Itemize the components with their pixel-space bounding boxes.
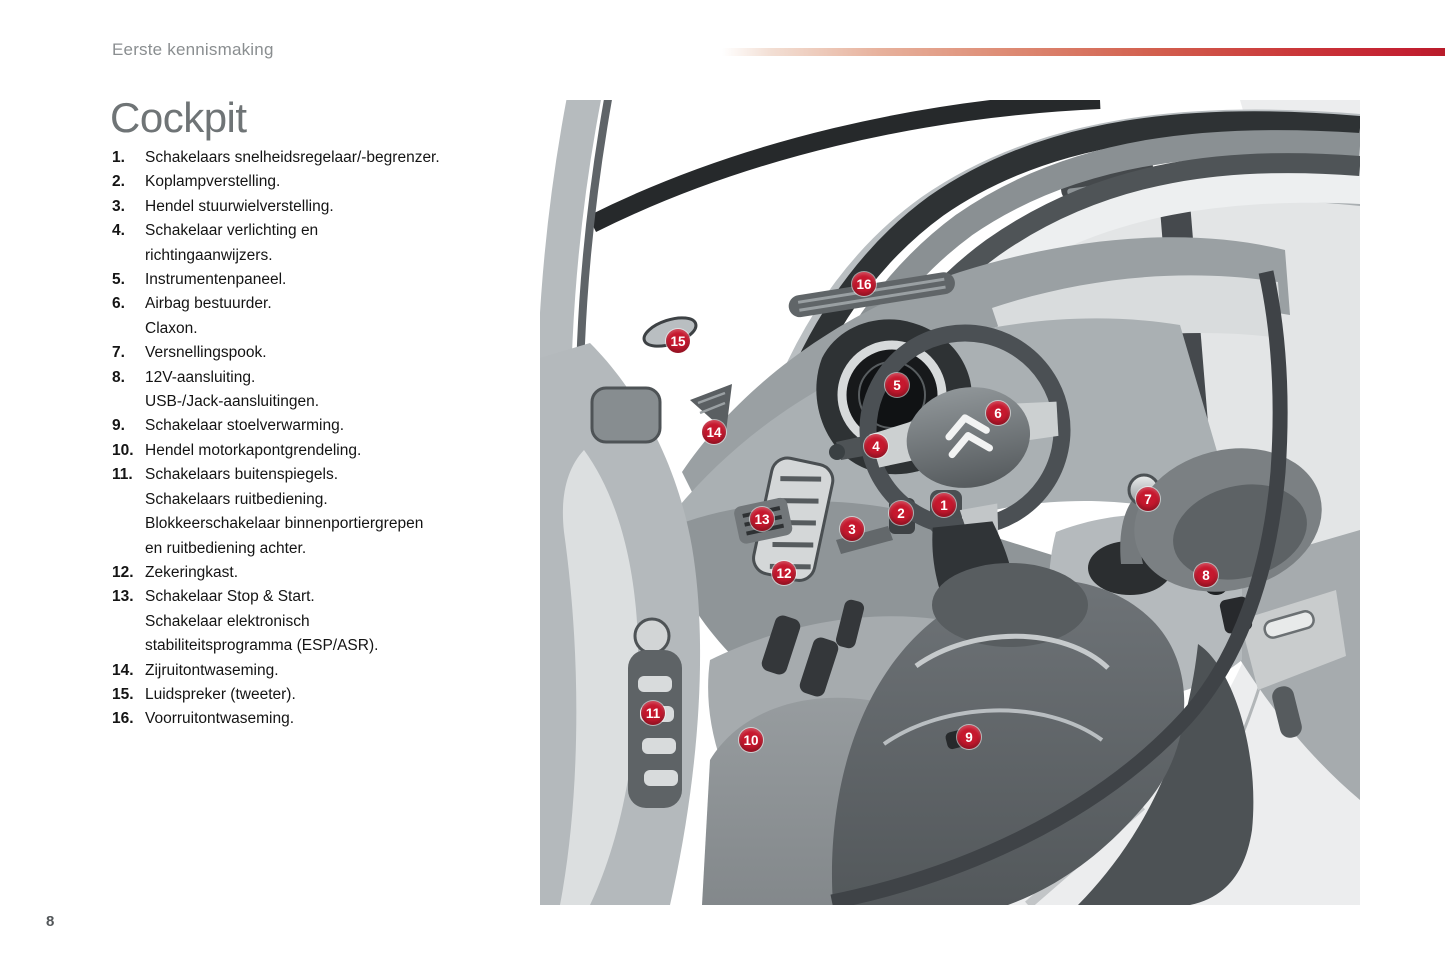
callout-marker-2: 2 xyxy=(889,501,913,525)
legend-item-number: 4. xyxy=(112,222,125,240)
legend-item-1: 1. Schakelaars snelheidsregelaar/-begrenz… xyxy=(112,146,552,170)
legend-item-8: 8. 12V-aansluiting.USB-/Jack-aansluitinge… xyxy=(112,366,552,415)
section-header: Eerste kennismaking xyxy=(112,40,274,59)
window-switches xyxy=(638,676,678,786)
legend-item-11: 11. Schakelaars buitenspiegels.Schakelaar… xyxy=(112,463,552,561)
legend-item-9: 9. Schakelaar stoelverwarming. xyxy=(112,414,552,438)
callout-marker-10: 10 xyxy=(739,728,763,752)
legend-item-text: Hendel stuurwielverstelling. xyxy=(145,197,334,215)
callout-marker-4: 4 xyxy=(864,434,888,458)
legend-item-text: 12V-aansluiting.USB-/Jack-aansluitingen. xyxy=(145,368,320,411)
steering-adjust-lever xyxy=(836,526,893,554)
legend-item-number: 15. xyxy=(112,685,134,703)
callout-marker-5: 5 xyxy=(885,373,909,397)
windshield xyxy=(798,151,1360,660)
callout-marker-16: 16 xyxy=(852,272,876,296)
legend-item-14: 14. Zijruitontwaseming. xyxy=(112,659,552,683)
callout-marker-13: 13 xyxy=(750,507,774,531)
legend-item-number: 12. xyxy=(112,563,134,581)
legend-item-text: Voorruitontwaseming. xyxy=(145,710,295,728)
legend-item-6: 6. Airbag bestuurder.Claxon. xyxy=(112,292,552,341)
legend-item-text: Schakelaar Stop & Start.Schakelaar elekt… xyxy=(145,588,379,655)
legend-item-number: 3. xyxy=(112,197,125,215)
legend-item-number: 9. xyxy=(112,417,125,435)
legend-item-text: Luidspreker (tweeter). xyxy=(145,685,296,703)
legend-item-number: 16. xyxy=(112,710,134,728)
legend-item-number: 10. xyxy=(112,441,134,459)
page-number: 8 xyxy=(46,913,55,930)
driver-door xyxy=(540,100,701,905)
legend-item-2: 2. Koplampverstelling. xyxy=(112,170,552,194)
legend-item-text: Hendel motorkapontgrendeling. xyxy=(145,441,362,459)
door-aperture-seal xyxy=(830,270,1288,905)
callout-marker-12: 12 xyxy=(772,561,796,585)
legend-item-number: 14. xyxy=(112,661,134,679)
legend-item-12: 12. Zekeringkast. xyxy=(112,561,552,585)
legend-item-text: Zekeringkast. xyxy=(145,563,239,581)
callout-marker-7: 7 xyxy=(1136,487,1160,511)
legend-item-text: Instrumentenpaneel. xyxy=(145,271,287,289)
side-demister-vent xyxy=(690,384,732,432)
legend-item-number: 8. xyxy=(112,368,125,386)
legend-item-number: 1. xyxy=(112,149,125,166)
callout-marker-9: 9 xyxy=(957,725,981,749)
legend-item-5: 5. Instrumentenpaneel. xyxy=(112,268,552,292)
legend-item-text: Schakelaars buitenspiegels.Schakelaars r… xyxy=(145,466,424,557)
accent-gradient-bar xyxy=(722,48,1445,56)
legend-item-16: 16. Voorruitontwaseming. xyxy=(112,707,552,731)
callout-marker-1: 1 xyxy=(932,493,956,517)
legend-item-text: Schakelaar stoelverwarming. xyxy=(145,417,345,435)
door-pull-recess xyxy=(590,386,662,444)
callout-marker-8: 8 xyxy=(1194,563,1218,587)
legend-item-text: Koplampverstelling. xyxy=(145,173,281,191)
legend-item-number: 13. xyxy=(112,588,134,606)
legend-item-number: 2. xyxy=(112,173,125,191)
callout-marker-11: 11 xyxy=(641,701,665,725)
pedals xyxy=(761,599,865,697)
callout-marker-6: 6 xyxy=(986,401,1010,425)
callout-marker-15: 15 xyxy=(666,329,690,353)
legend-item-10: 10. Hendel motorkapontgrendeling. xyxy=(112,439,552,463)
citroen-logo xyxy=(945,414,994,459)
legend-item-number: 5. xyxy=(112,271,125,289)
legend-item-7: 7. Versnellingspook. xyxy=(112,341,552,365)
legend-item-text: Schakelaars snelheidsregelaar/-begrenzer… xyxy=(145,149,440,166)
legend-item-number: 6. xyxy=(112,295,125,313)
callout-marker-14: 14 xyxy=(702,420,726,444)
legend-item-3: 3. Hendel stuurwielverstelling. xyxy=(112,195,552,219)
legend-list: 1. Schakelaars snelheidsregelaar/-begrenz… xyxy=(112,146,552,732)
page-title: Cockpit xyxy=(110,94,247,141)
callout-marker-3: 3 xyxy=(840,517,864,541)
legend-item-15: 15. Luidspreker (tweeter). xyxy=(112,683,552,707)
legend-item-text: Versnellingspook. xyxy=(145,344,267,362)
mirror-adjust-knob xyxy=(633,617,671,655)
car-interior-drawing xyxy=(540,100,1360,905)
legend-item-13: 13. Schakelaar Stop & Start.Schakelaar el… xyxy=(112,585,552,658)
legend-item-text: Airbag bestuurder.Claxon. xyxy=(145,295,272,337)
legend-item-number: 7. xyxy=(112,344,125,362)
legend-item-text: Zijruitontwaseming. xyxy=(145,661,279,679)
legend-item-number: 11. xyxy=(112,466,133,484)
